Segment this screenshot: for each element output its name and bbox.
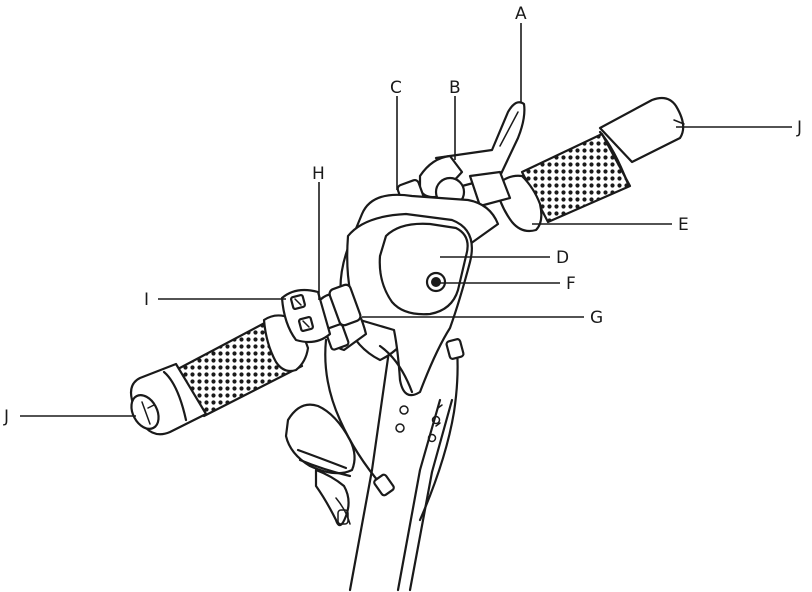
label-E: E <box>678 215 689 235</box>
label-C: C <box>390 78 402 98</box>
callout-labels: A B C H D E F G I J J <box>3 4 802 427</box>
stem <box>348 328 454 592</box>
folding-latch <box>284 403 356 527</box>
label-A: A <box>515 4 527 24</box>
label-I: I <box>144 290 149 310</box>
brake-lever <box>396 101 526 210</box>
label-J-left: J <box>3 407 9 427</box>
label-F: F <box>566 274 576 294</box>
dashboard-body <box>280 193 500 397</box>
label-J-right: J <box>796 118 802 138</box>
cables <box>324 338 465 522</box>
label-D: D <box>556 248 569 268</box>
label-H: H <box>312 164 325 184</box>
label-B: B <box>449 78 461 98</box>
left-grip <box>129 314 310 436</box>
callout-leaders <box>20 23 792 417</box>
label-G: G <box>590 308 603 328</box>
